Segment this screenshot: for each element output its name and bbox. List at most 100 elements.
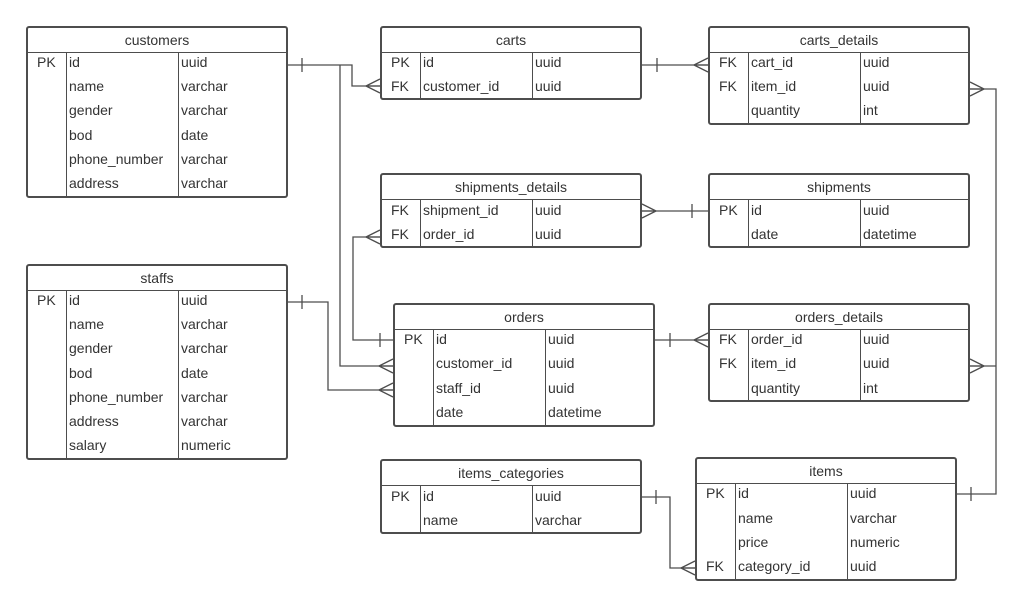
key-marker: PK — [37, 54, 56, 70]
column-divider — [735, 484, 736, 579]
key-marker: FK — [706, 558, 724, 574]
field-type: uuid — [535, 226, 562, 242]
field-type: varchar — [181, 102, 228, 118]
field-name: order_id — [423, 226, 475, 242]
key-marker: PK — [391, 488, 410, 504]
field-name: salary — [69, 437, 107, 453]
field-name: category_id — [738, 558, 811, 574]
field-name: name — [69, 316, 105, 332]
table-title: customers — [28, 28, 286, 53]
field-name: cart_id — [751, 54, 794, 70]
field-type: numeric — [850, 534, 900, 550]
key-marker: FK — [391, 202, 409, 218]
table-title: carts — [382, 28, 640, 53]
field-type: uuid — [548, 331, 575, 347]
table-row: price numeric — [697, 530, 955, 554]
field-name: id — [423, 488, 434, 504]
items-cartsdetails-many-marker — [969, 81, 985, 97]
column-divider — [860, 330, 861, 400]
field-type: varchar — [181, 78, 228, 94]
key-marker: PK — [719, 202, 738, 218]
field-name: name — [69, 78, 105, 94]
field-type: uuid — [863, 78, 890, 94]
field-name: shipment_id — [423, 202, 499, 218]
key-marker: FK — [719, 355, 737, 371]
field-name: bod — [69, 365, 93, 381]
field-name: quantity — [751, 102, 801, 118]
column-divider — [66, 53, 67, 196]
field-type: uuid — [850, 485, 877, 501]
column-divider — [860, 53, 861, 123]
key-marker: PK — [404, 331, 423, 347]
categories-items-many-marker — [680, 560, 696, 576]
field-name: item_id — [751, 78, 797, 94]
table-row: PK id uuid — [28, 50, 286, 74]
field-name: name — [738, 510, 774, 526]
link-customers-orders — [339, 65, 393, 367]
field-type: datetime — [863, 226, 917, 242]
field-name: id — [69, 292, 80, 308]
key-marker: FK — [391, 78, 409, 94]
field-type: uuid — [181, 54, 208, 70]
field-name: order_id — [751, 331, 803, 347]
column-divider — [748, 200, 749, 246]
field-name: name — [423, 512, 459, 528]
customers-carts-many-marker — [365, 78, 381, 94]
key-marker: PK — [37, 292, 56, 308]
key-marker: FK — [719, 54, 737, 70]
field-name: customer_id — [423, 78, 500, 94]
field-type: uuid — [535, 78, 562, 94]
table-row: PK id uuid — [382, 484, 640, 508]
table-row: FK order_id uuid — [382, 222, 640, 246]
field-name: price — [738, 534, 769, 550]
table-row: salary numeric — [28, 433, 286, 457]
field-type: uuid — [535, 488, 562, 504]
link-items-cartsdetails — [957, 88, 997, 495]
staffs-orders-many-marker — [378, 382, 394, 398]
column-divider — [178, 291, 179, 458]
table-row: FK customer_id uuid — [382, 74, 640, 98]
field-type: uuid — [863, 202, 890, 218]
table-row: name varchar — [28, 74, 286, 98]
field-type: int — [863, 102, 878, 118]
field-type: varchar — [850, 510, 897, 526]
field-type: date — [181, 127, 209, 143]
field-type: numeric — [181, 437, 231, 453]
field-type: int — [863, 380, 878, 396]
table-row: name varchar — [697, 506, 955, 530]
orders-ordersdetails-many-marker — [693, 332, 709, 348]
field-name: id — [69, 54, 80, 70]
field-name: id — [423, 54, 434, 70]
table-title: shipments — [710, 175, 968, 200]
items-ordersdetails-many-marker — [969, 358, 985, 374]
field-name: customer_id — [436, 355, 513, 371]
table-title: shipments_details — [382, 175, 640, 200]
field-name: gender — [69, 340, 113, 356]
column-divider — [420, 200, 421, 246]
key-marker: PK — [391, 54, 410, 70]
key-marker: FK — [391, 226, 409, 242]
